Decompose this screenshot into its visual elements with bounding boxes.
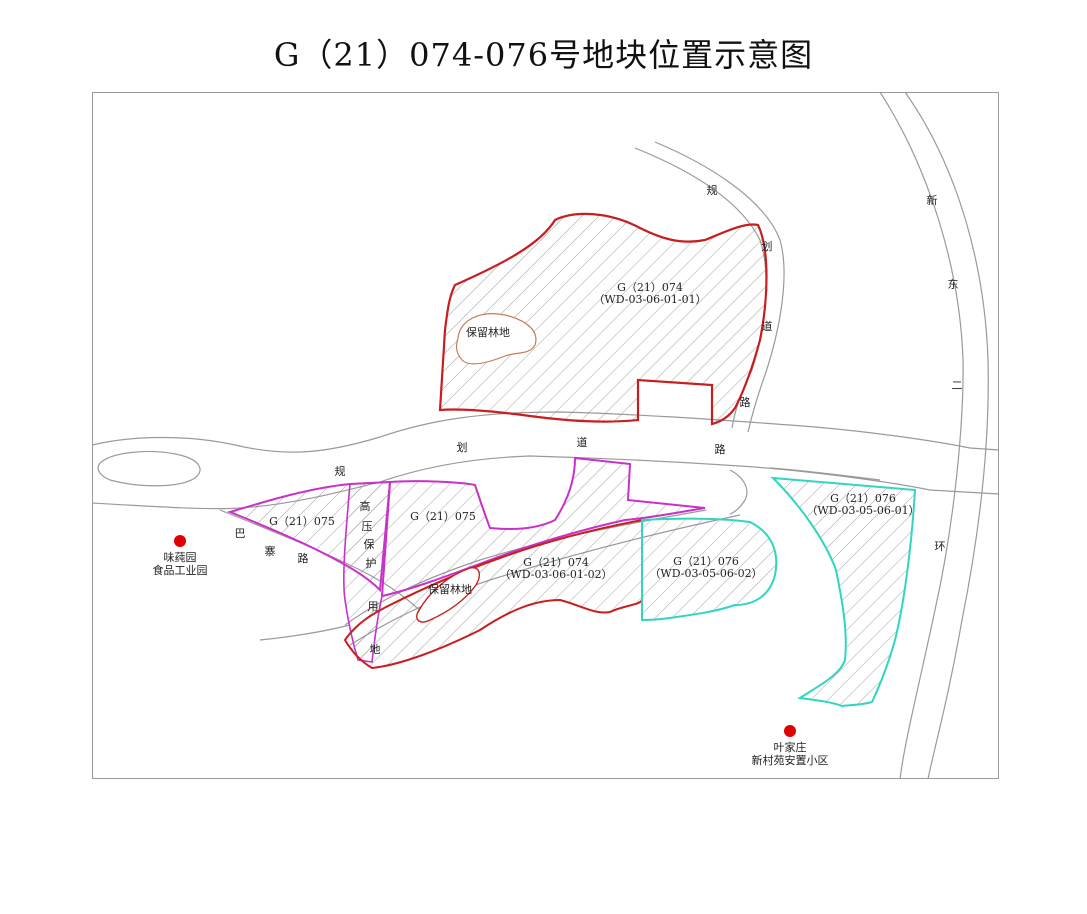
connector-to-ring [729,469,748,515]
landmark-west-line2: 食品工业园 [153,563,208,577]
parcel-074-north [438,212,768,426]
north-road-char-1: 规 [707,183,718,197]
label-074-north-code: G（21）074 [617,281,683,294]
corridor-char-3: 保 [364,537,375,551]
reserve-forest-south [416,567,481,623]
north-road-char-4: 路 [740,396,751,409]
ring-road-char-1: 新 [927,193,938,207]
main-road-north-edge [92,411,999,453]
label-076-mid-code: G（21）076 [673,555,739,568]
label-074-north-sub: （WD-03-06-01-01） [593,293,706,306]
main-road-char-4: 路 [715,443,726,456]
label-075-mid: G（21）075 [410,510,476,523]
label-reserve-north: 保留林地 [466,325,510,339]
connector-to-ring-2 [769,467,881,481]
parcel-076-mid [641,517,778,622]
bazhai-road-char-2: 寨 [265,544,276,558]
corridor-char-4: 护 [366,556,377,570]
bazhai-road-char-1: 巴 [235,527,246,540]
ring-road-char-3: 二 [952,379,963,392]
main-road-char-1: 规 [335,464,346,478]
corridor-char-6: 地 [370,643,381,656]
landmark-south-line1: 叶家庄 [774,740,807,754]
landmark-west-line1: 味莼园 [164,551,197,564]
corridor-char-1: 高 [360,499,371,513]
ring-road-char-4: 环 [935,540,946,553]
label-076-mid-sub: （WD-03-05-06-02） [649,567,762,580]
parcel-075-mid [380,456,706,598]
ring-road-east-edge [904,92,989,779]
ring-road-west-edge [879,92,964,779]
marker-icon-west [174,535,186,547]
marker-icon-south [784,725,796,737]
bazhai-road-char-3: 路 [298,552,309,565]
label-reserve-south: 保留林地 [428,582,472,596]
label-074-south-code: G（21）074 [523,556,589,569]
label-074-south-sub: （WD-03-06-01-02） [499,568,612,581]
label-075-west: G（21）075 [269,515,335,528]
corridor-char-5: 用 [368,600,379,613]
parcel-074-south [343,518,643,670]
bazhai-road-south-edge [259,624,351,641]
label-076-east-code: G（21）076 [830,492,896,505]
west-loop [97,450,201,487]
north-road-east-edge [654,141,785,433]
map-title: G（21）074-076号地块位置示意图 [273,36,814,74]
main-road-char-2: 划 [457,441,468,454]
label-076-east-sub: （WD-03-05-06-01） [806,504,919,517]
main-road-char-3: 道 [577,435,588,449]
north-road-char-3: 道 [762,319,773,333]
parcel-076-east [770,476,917,708]
reserve-forest-north [455,313,537,365]
landmark-south-line2: 新村苑安置小区 [752,753,829,767]
north-road-char-2: 划 [762,240,773,253]
ring-road-char-2: 东 [948,278,959,291]
corridor-char-2: 压 [362,520,373,533]
